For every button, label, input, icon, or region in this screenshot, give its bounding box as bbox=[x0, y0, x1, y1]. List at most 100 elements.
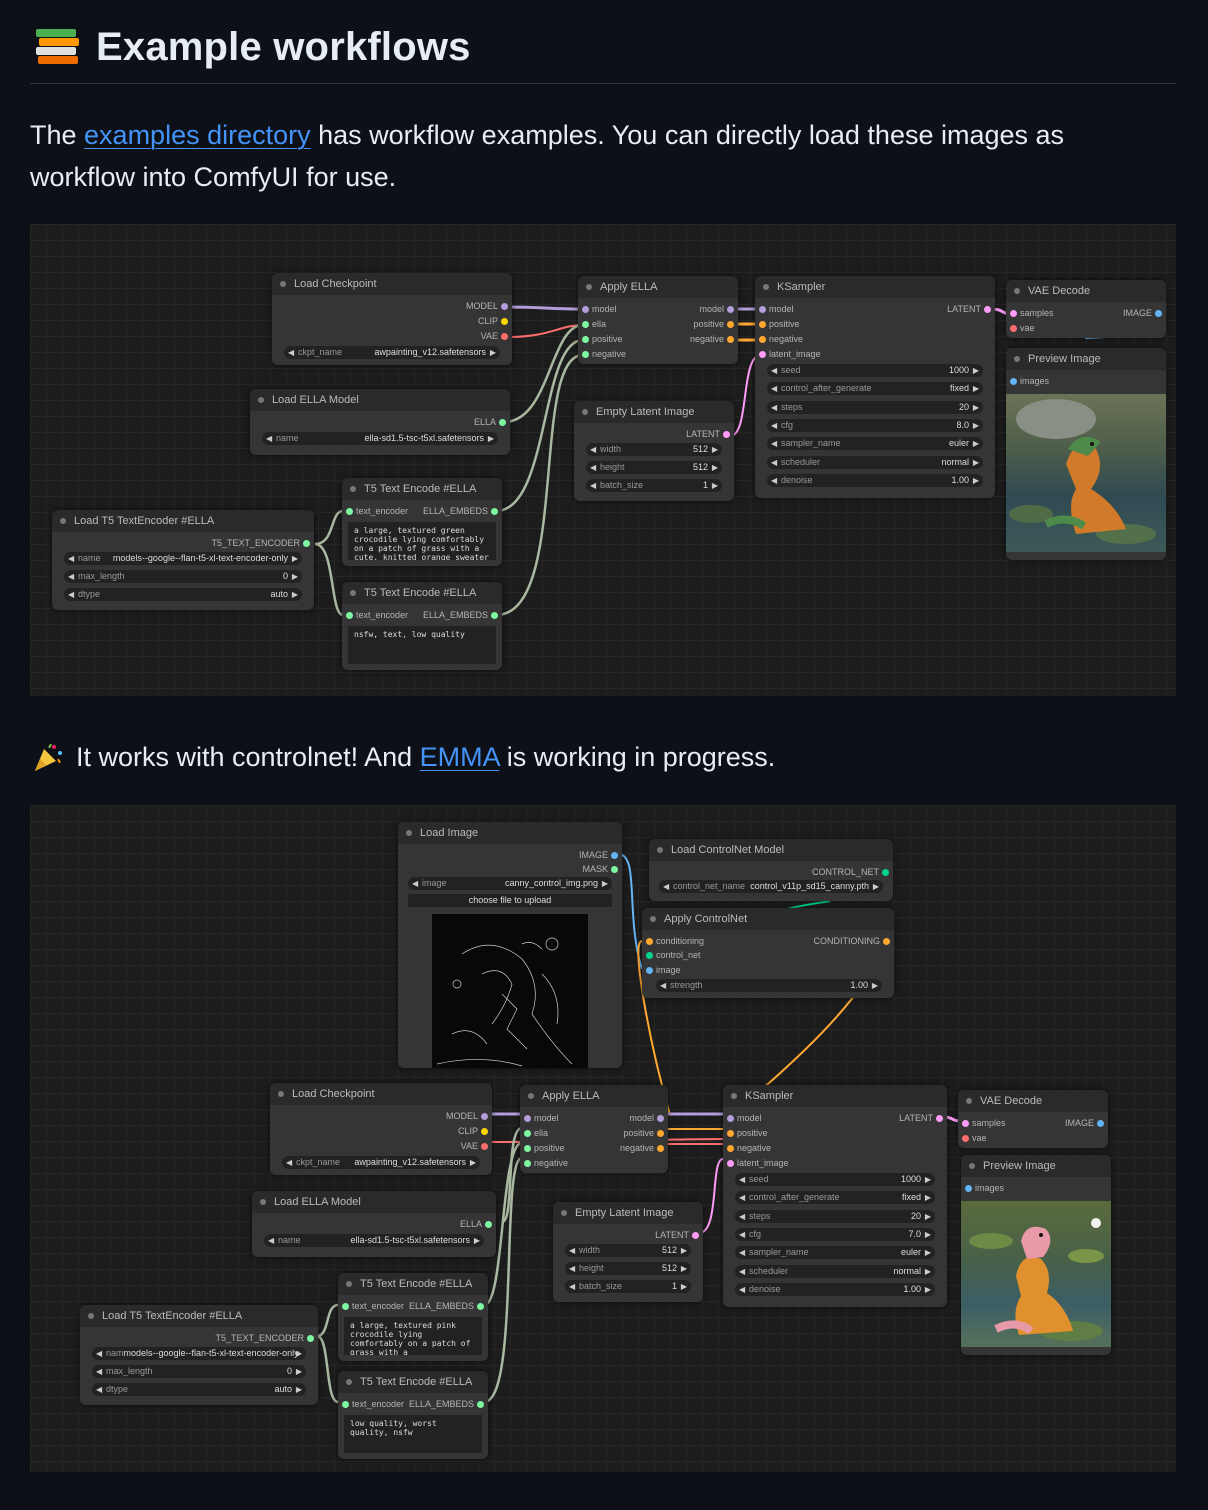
output-latent-socket[interactable] bbox=[936, 1115, 943, 1122]
positive-prompt-textarea[interactable]: a large, textured green crocodile lying … bbox=[348, 522, 496, 560]
output-image-socket[interactable] bbox=[1155, 310, 1162, 317]
output-vae-socket[interactable] bbox=[481, 1143, 488, 1150]
input-negative-socket[interactable] bbox=[524, 1160, 531, 1167]
input-control-net-socket[interactable] bbox=[646, 952, 653, 959]
t5-name-widget[interactable]: nammodels--google--flan-t5-xl-text-encod… bbox=[92, 1347, 306, 1360]
output-latent-socket[interactable] bbox=[692, 1232, 699, 1239]
load-checkpoint-node[interactable]: Load CheckpointMODELCLIPVAEckpt_nameawpa… bbox=[270, 1083, 492, 1175]
output-t5-text-encoder-socket[interactable] bbox=[307, 1335, 314, 1342]
input-negative-socket[interactable] bbox=[727, 1145, 734, 1152]
input-text-encoder-socket[interactable] bbox=[342, 1401, 349, 1408]
input-text-encoder-socket[interactable] bbox=[346, 508, 353, 515]
output-ella-socket[interactable] bbox=[485, 1221, 492, 1228]
input-images-socket[interactable] bbox=[1010, 378, 1017, 385]
load-checkpoint-node[interactable]: Load CheckpointMODELCLIPVAEckpt_nameawpa… bbox=[272, 273, 512, 365]
input-samples-socket[interactable] bbox=[962, 1120, 969, 1127]
input-negative-socket[interactable] bbox=[759, 336, 766, 343]
input-text-encoder-socket[interactable] bbox=[342, 1303, 349, 1310]
load-ella-model-node[interactable]: Load ELLA ModelELLAnameella-sd1.5-tsc-t5… bbox=[250, 389, 510, 455]
output-latent-socket[interactable] bbox=[723, 431, 730, 438]
output-negative-socket[interactable] bbox=[657, 1145, 664, 1152]
input-model-socket[interactable] bbox=[759, 306, 766, 313]
output-model-socket[interactable] bbox=[481, 1113, 488, 1120]
output-image-socket[interactable] bbox=[611, 852, 618, 859]
output-ella-embeds-socket[interactable] bbox=[477, 1303, 484, 1310]
output-image-socket[interactable] bbox=[1097, 1120, 1104, 1127]
negative-prompt-textarea[interactable]: nsfw, text, low quality bbox=[348, 626, 496, 664]
output-ella-embeds-socket[interactable] bbox=[477, 1401, 484, 1408]
output-ella-embeds-socket[interactable] bbox=[491, 612, 498, 619]
output-conditioning-socket[interactable] bbox=[883, 938, 890, 945]
output-positive-socket[interactable] bbox=[727, 321, 734, 328]
input-positive-socket[interactable] bbox=[727, 1130, 734, 1137]
input-ella-socket[interactable] bbox=[582, 321, 589, 328]
input-latent-image-socket[interactable] bbox=[759, 351, 766, 358]
output-negative-socket[interactable] bbox=[727, 336, 734, 343]
input-model-socket[interactable] bbox=[582, 306, 589, 313]
input-vae-socket[interactable] bbox=[1010, 325, 1017, 332]
output-clip-socket[interactable] bbox=[481, 1128, 488, 1135]
empty-latent-image-node[interactable]: Empty Latent ImageLATENTwidth512height51… bbox=[574, 401, 734, 501]
input-text-encoder-socket[interactable] bbox=[346, 612, 353, 619]
load-image-node[interactable]: Load ImageIMAGEMASKimagecanny_control_im… bbox=[398, 822, 622, 1068]
control-net-name-widget[interactable]: control_net_namecontrol_v11p_sd15_canny.… bbox=[659, 880, 883, 893]
input-model-socket[interactable] bbox=[727, 1115, 734, 1122]
output-model-socket[interactable] bbox=[657, 1115, 664, 1122]
t5-name-widget[interactable]: namemodels--google--flan-t5-xl-text-enco… bbox=[64, 552, 302, 565]
input-vae-socket[interactable] bbox=[962, 1135, 969, 1142]
input-positive-socket[interactable] bbox=[759, 321, 766, 328]
input-samples-socket[interactable] bbox=[1010, 310, 1017, 317]
input-positive-socket[interactable] bbox=[582, 336, 589, 343]
negative-prompt-textarea[interactable]: low quality, worst quality, nsfw bbox=[344, 1415, 482, 1453]
empty-latent-image-node[interactable]: Empty Latent ImageLATENTwidth512height51… bbox=[553, 1202, 703, 1302]
output-latent-socket[interactable] bbox=[984, 306, 991, 313]
output-model-socket[interactable] bbox=[727, 306, 734, 313]
output-ella-socket[interactable] bbox=[499, 419, 506, 426]
output-vae-socket[interactable] bbox=[501, 333, 508, 340]
choose-file-upload-button[interactable]: choose file to upload bbox=[408, 894, 612, 907]
positive-prompt-textarea[interactable]: a large, textured pink crocodile lying c… bbox=[344, 1317, 482, 1355]
output-ella-embeds-socket[interactable] bbox=[491, 508, 498, 515]
input-latent-image-socket[interactable] bbox=[727, 1160, 734, 1167]
output-model-socket[interactable] bbox=[501, 303, 508, 310]
input-model-socket[interactable] bbox=[524, 1115, 531, 1122]
load-ella-model-node[interactable]: Load ELLA ModelELLAnameella-sd1.5-tsc-t5… bbox=[252, 1191, 496, 1257]
output-t5-text-encoder-socket[interactable] bbox=[303, 540, 310, 547]
